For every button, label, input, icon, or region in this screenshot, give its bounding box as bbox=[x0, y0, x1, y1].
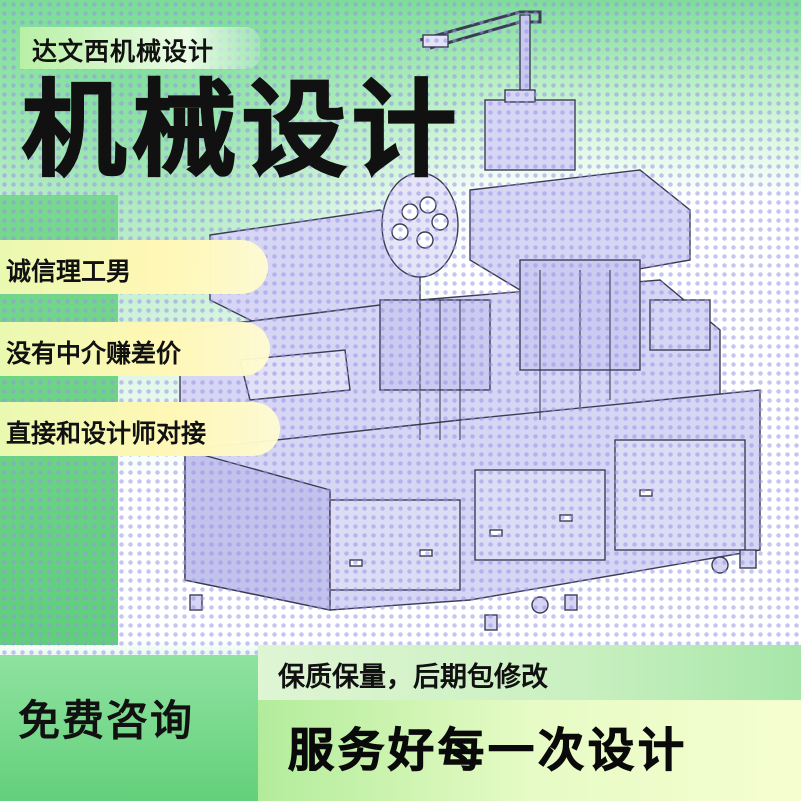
brand-badge-text: 达文西机械设计 bbox=[32, 37, 215, 66]
promise-strip: 保质保量，后期包修改 bbox=[258, 645, 801, 701]
feature-pill-1: 诚信理工男 bbox=[0, 240, 268, 294]
free-consult-label: 免费咨询 bbox=[18, 696, 195, 745]
brand-badge: 达文西机械设计 bbox=[20, 27, 260, 69]
slogan-banner: 服务好每一次设计 bbox=[258, 700, 801, 801]
feature-pill-2: 没有中介赚差价 bbox=[0, 322, 270, 376]
promise-text: 保质保量，后期包修改 bbox=[278, 662, 548, 693]
feature-text-2: 没有中介赚差价 bbox=[6, 339, 182, 368]
slogan-text: 服务好每一次设计 bbox=[288, 723, 688, 778]
feature-text-3: 直接和设计师对接 bbox=[6, 419, 207, 448]
free-consult-button[interactable]: 免费咨询 bbox=[0, 655, 258, 801]
feature-text-1: 诚信理工男 bbox=[6, 257, 132, 286]
headline: 机械设计 bbox=[21, 69, 463, 191]
feature-pill-3: 直接和设计师对接 bbox=[0, 402, 280, 456]
